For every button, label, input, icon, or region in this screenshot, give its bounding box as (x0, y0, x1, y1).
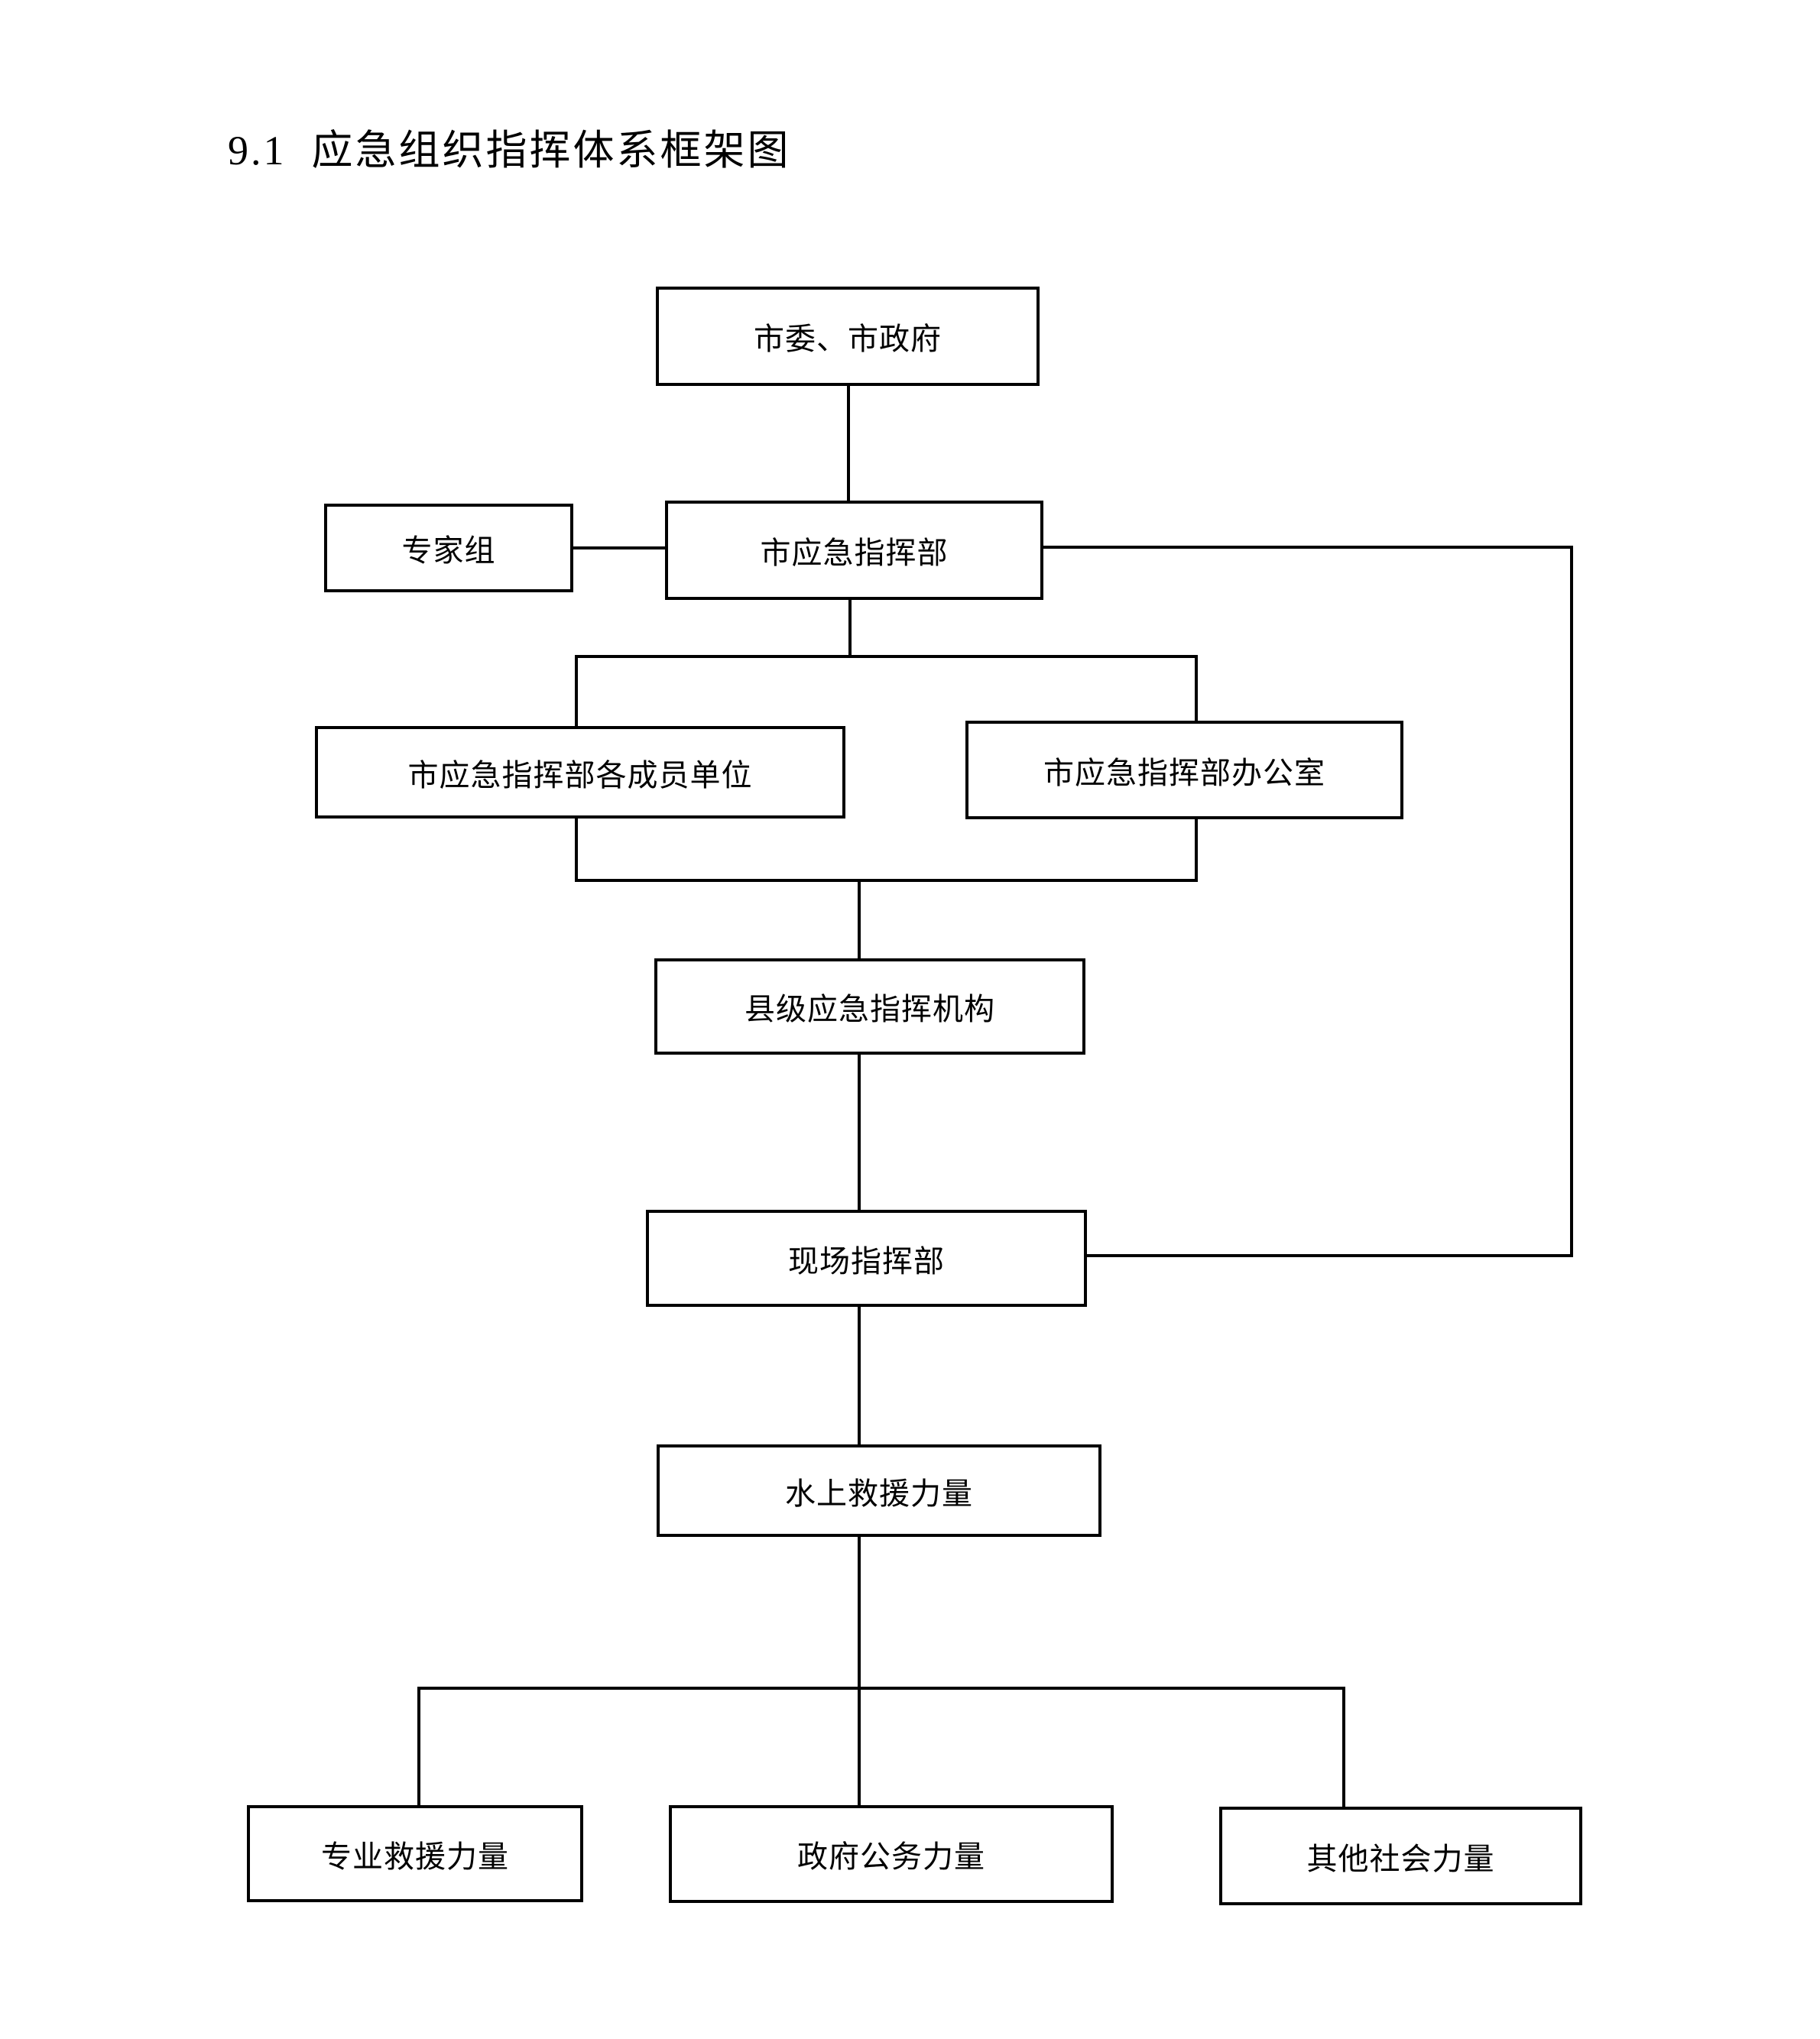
node-other-social-force-label: 其他社会力量 (1306, 1841, 1495, 1876)
node-command-office: 市应急指挥部办公室 (965, 721, 1403, 819)
node-onsite-command-label: 现场指挥部 (788, 1243, 945, 1279)
node-command-office-label: 市应急指挥部办公室 (1043, 755, 1325, 790)
edge-split-to-members-and-office (575, 655, 1198, 726)
node-city-gov: 市委、市政府 (656, 287, 1040, 386)
node-water-rescue: 水上救援力量 (657, 1444, 1101, 1537)
node-county-command-label: 县级应急指挥机构 (745, 992, 995, 1026)
node-government-force-label: 政府公务力量 (797, 1840, 985, 1874)
node-expert-group-label: 专家组 (401, 533, 496, 568)
edge-water-branches (417, 1687, 1345, 1807)
node-expert-group: 专家组 (324, 504, 573, 592)
node-onsite-command: 现场指挥部 (646, 1210, 1087, 1307)
node-member-units-label: 市应急指挥部各成员单位 (407, 757, 753, 793)
section-title: 9.1 应急组织指挥体系框架图 (228, 128, 791, 173)
node-professional-rescue: 专业救援力量 (247, 1805, 583, 1902)
edge-members-office-merge (575, 819, 1198, 882)
node-city-gov-label: 市委、市政府 (754, 322, 942, 356)
node-water-rescue-label: 水上救援力量 (785, 1476, 973, 1511)
edge-citycommand-onsite (1043, 546, 1573, 1257)
node-professional-rescue-label: 专业救援力量 (321, 1839, 509, 1874)
node-city-command-label: 市应急指挥部 (760, 536, 949, 570)
node-county-command: 县级应急指挥机构 (654, 958, 1085, 1055)
node-government-force: 政府公务力量 (669, 1805, 1114, 1903)
node-city-command: 市应急指挥部 (665, 501, 1043, 600)
node-member-units: 市应急指挥部各成员单位 (315, 726, 845, 819)
node-other-social-force: 其他社会力量 (1219, 1807, 1582, 1905)
